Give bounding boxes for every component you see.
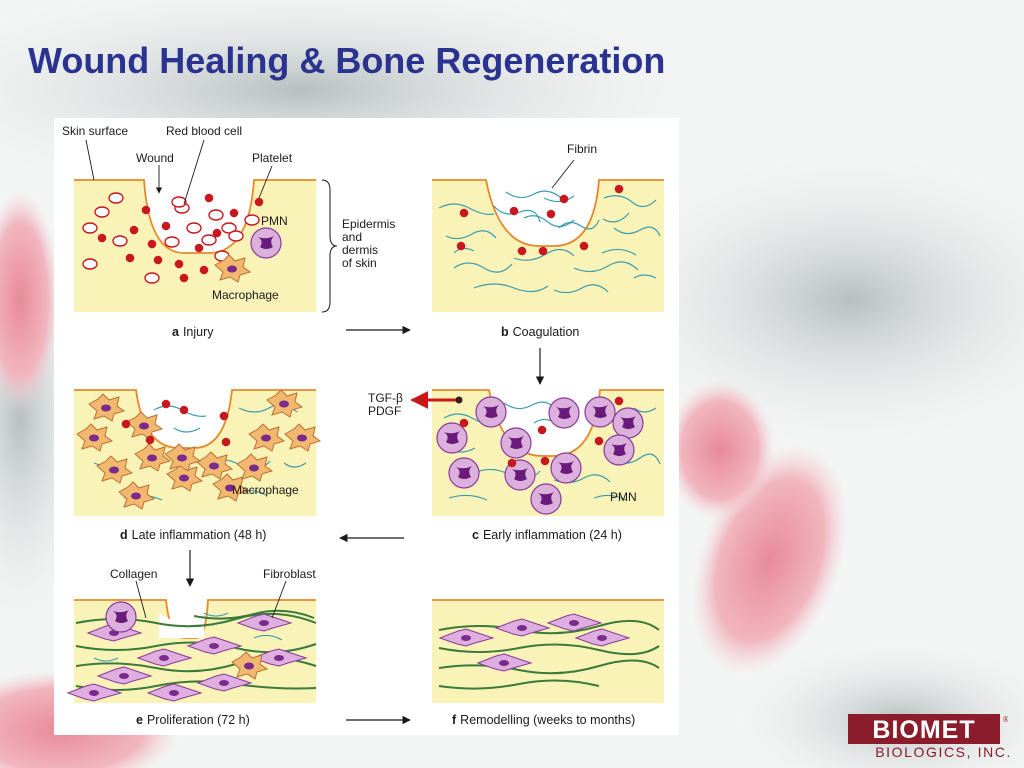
label-epidermis-2: and xyxy=(342,230,362,244)
caption-c-letter: c xyxy=(472,528,479,542)
panel-b-coagulation: Fibrin b Coagulation xyxy=(432,142,664,339)
caption-e-letter: e xyxy=(136,713,143,727)
label-macrophage: Macrophage xyxy=(212,288,279,302)
biomet-logo-mark: BIOMET ® xyxy=(848,714,1008,744)
caption-a-letter: a xyxy=(172,325,180,339)
label-epidermis-3: dermis xyxy=(342,243,378,257)
label-tgf: TGF-β xyxy=(368,391,403,405)
panel-e-proliferation: Collagen Fibroblast e Proliferation (72 h… xyxy=(67,567,317,727)
biomet-logo: BIOMET ® BIOLOGICS, INC. xyxy=(836,712,1010,762)
label-macrophage-d: Macrophage xyxy=(232,483,299,497)
slide-title: Wound Healing & Bone Regeneration xyxy=(28,40,666,81)
logo-mark-text: BIOMET xyxy=(872,716,975,744)
label-collagen: Collagen xyxy=(110,567,157,581)
logo-registered: ® xyxy=(1003,715,1008,724)
label-epidermis-1: Epidermis xyxy=(342,217,395,231)
label-epidermis-4: of skin xyxy=(342,256,377,270)
logo-company: BIOLOGICS, INC. xyxy=(875,744,1012,760)
label-skin-surface: Skin surface xyxy=(62,124,128,138)
label-pmn-c: PMN xyxy=(610,490,637,504)
label-red-blood-cell: Red blood cell xyxy=(166,124,242,138)
label-fibroblast: Fibroblast xyxy=(263,567,316,581)
label-pmn: PMN xyxy=(261,214,288,228)
panel-a-injury: Skin surface Red blood cell Wound Platel… xyxy=(62,124,395,339)
panel-c-early-inflammation: TGF-β PDGF PMN c Early inflammation (24 h… xyxy=(368,389,664,542)
caption-c-text: Early inflammation (24 h) xyxy=(483,528,622,542)
caption-b-text: Coagulation xyxy=(513,325,580,339)
caption-e-text: Proliferation (72 h) xyxy=(147,713,250,727)
caption-d-text: Late inflammation (48 h) xyxy=(132,528,267,542)
label-platelet: Platelet xyxy=(252,151,293,165)
pmn-cell xyxy=(250,227,282,259)
wound-healing-diagram: Skin surface Red blood cell Wound Platel… xyxy=(62,124,664,727)
caption-f-text: Remodelling (weeks to months) xyxy=(460,713,635,727)
caption-d-letter: d xyxy=(120,528,128,542)
label-pdgf: PDGF xyxy=(368,404,401,418)
caption-f-letter: f xyxy=(452,713,457,727)
collagen-fibers-f xyxy=(438,619,660,690)
caption-b-letter: b xyxy=(501,325,509,339)
label-fibrin: Fibrin xyxy=(567,142,597,156)
pmn-e xyxy=(105,601,137,633)
panel-d-late-inflammation: Macrophage d Late inflammation (48 h) xyxy=(74,389,321,542)
caption-a-text: Injury xyxy=(183,325,214,339)
label-wound: Wound xyxy=(136,151,174,165)
fibrin-strands-e xyxy=(93,612,283,662)
